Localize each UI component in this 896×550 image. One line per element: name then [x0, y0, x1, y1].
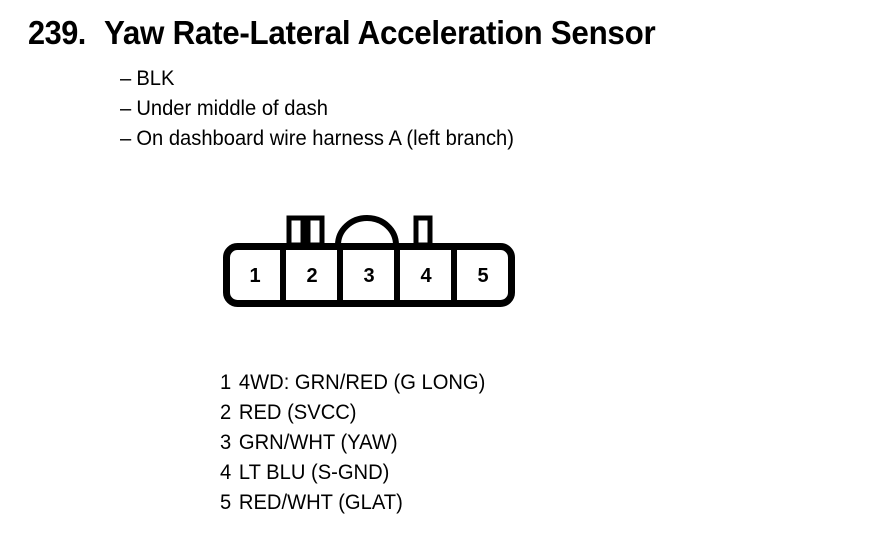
pin-legend-description: GRN/WHT (YAW) [238, 431, 398, 454]
page-title-number: 239. [28, 14, 86, 51]
connector-pin-1-label: 1 [249, 265, 260, 287]
connector-pin-2-label: 2 [306, 265, 317, 287]
dash-bullet-icon: – [120, 127, 132, 150]
page-title-text: Yaw Rate-Lateral Acceleration Sensor [104, 14, 656, 51]
pin-legend-index: 5 [220, 491, 232, 514]
connector-pin-4-label: 4 [420, 265, 432, 287]
dash-bullet-icon: – [120, 97, 132, 120]
connector-pin-5-label: 5 [477, 265, 488, 287]
description-item-1: – BLK [120, 64, 514, 94]
pin-legend-index: 2 [220, 401, 232, 424]
pin-legend-description: RED (SVCC) [238, 401, 357, 424]
pin-legend-index: 4 [220, 461, 232, 484]
pin-legend-index: 3 [220, 431, 232, 454]
connector-body [223, 243, 515, 307]
pin-legend-row: 2 RED (SVCC) [213, 398, 485, 428]
description-item-2: – Under middle of dash [120, 94, 514, 124]
page-title: 239. Yaw Rate-Lateral Acceleration Senso… [28, 14, 685, 52]
dash-bullet-icon: – [120, 67, 132, 90]
pin-legend-description: 4WD: GRN/RED (G LONG) [238, 371, 486, 394]
description-item-3-text: On dashboard wire harness A (left branch… [136, 127, 514, 150]
connector-pin-3-label: 3 [363, 265, 374, 287]
description-item-3: – On dashboard wire harness A (left bran… [120, 124, 514, 154]
connector-tab-3 [413, 215, 433, 248]
pin-legend-row: 3 GRN/WHT (YAW) [213, 428, 485, 458]
connector-diagram: 1 2 3 4 5 [214, 208, 524, 312]
pin-legend-description: LT BLU (S-GND) [238, 461, 390, 484]
description-item-1-text: BLK [136, 67, 175, 90]
description-list: – BLK – Under middle of dash – On dashbo… [120, 64, 530, 154]
description-item-2-text: Under middle of dash [136, 97, 328, 120]
pin-legend-index: 1 [220, 371, 232, 394]
pin-legend-description: RED/WHT (GLAT) [238, 491, 403, 514]
connector-tab-1 [286, 215, 306, 248]
connector-tab-2 [305, 215, 325, 248]
pin-legend-row: 1 4WD: GRN/RED (G LONG) [213, 368, 485, 398]
pin-legend-list: 1 4WD: GRN/RED (G LONG) 2 RED (SVCC) 3 G… [213, 368, 497, 518]
connector-arch-icon [335, 215, 399, 246]
pin-legend-row: 5 RED/WHT (GLAT) [213, 488, 485, 518]
pin-legend-row: 4 LT BLU (S-GND) [213, 458, 485, 488]
